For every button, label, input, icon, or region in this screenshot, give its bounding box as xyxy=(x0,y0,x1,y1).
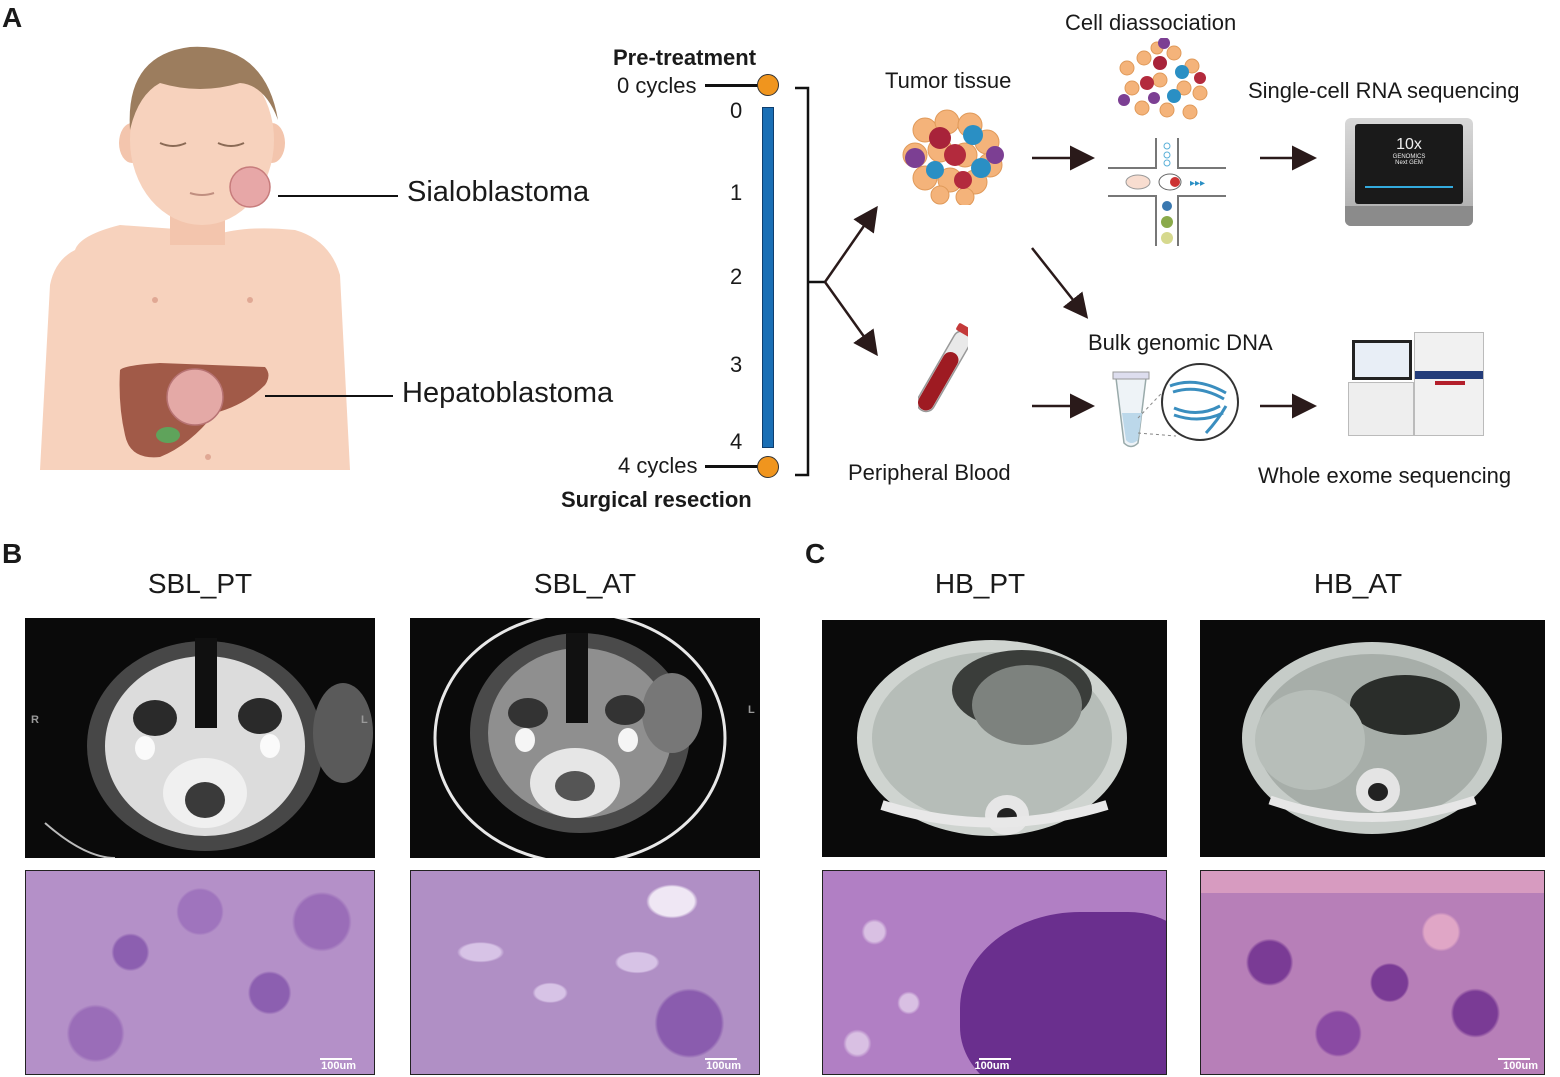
workflow-arrows xyxy=(1031,145,1317,419)
gallbladder-icon xyxy=(156,427,180,443)
tick-1: 1 xyxy=(730,180,743,205)
scale-bar-hb-pt: 100um xyxy=(974,1060,1010,1072)
title-sbl-pt: SBL_PT xyxy=(147,568,253,599)
end-marker-line xyxy=(705,465,763,468)
scale-bar-sbl-pt: 100um xyxy=(321,1060,356,1072)
histology-sbl-at: 100um xyxy=(410,870,760,1075)
hepatoblastoma-label: Hepatoblastoma xyxy=(402,377,614,409)
sequencer-sub1: GENOMICS xyxy=(1392,154,1426,160)
hepatoblastoma-tumor-icon xyxy=(166,368,224,426)
10x-sequencer-icon: 10x GENOMICS Next GEM xyxy=(1345,118,1473,226)
panel-letter-c: C xyxy=(805,538,826,569)
pre-treatment-label: Pre-treatment xyxy=(613,45,757,70)
ct-mark-r: R xyxy=(31,714,39,726)
child-illustration xyxy=(40,46,350,470)
end-cycles-label: 4 cycles xyxy=(618,453,698,478)
tumor-tissue-label: Tumor tissue xyxy=(885,68,1012,93)
ct-mark-l-pt: L xyxy=(361,714,368,726)
tumor-tissue-icon xyxy=(902,109,1004,205)
dna-tube-icon xyxy=(1112,363,1239,448)
tick-3: 3 xyxy=(730,352,743,377)
wes-label: Whole exome sequencing xyxy=(1258,463,1512,488)
bulk-dna-label: Bulk genomic DNA xyxy=(1088,330,1273,355)
start-cycles-label: 0 cycles xyxy=(617,73,697,98)
ct-mark-l-at: L xyxy=(748,704,755,716)
sequencer-sub2: Next GEM xyxy=(1395,160,1423,166)
cell-dissociation-label: Cell diassociation xyxy=(1065,10,1237,35)
sialoblastoma-tumor-icon xyxy=(229,166,271,208)
ct-scan-hb-pt xyxy=(822,620,1167,857)
scale-bar-hb-at: 100um xyxy=(1503,1060,1538,1072)
tick-0: 0 xyxy=(730,98,743,123)
start-marker-line xyxy=(705,84,763,87)
title-hb-at: HB_AT xyxy=(1313,568,1403,599)
panel-letter-b: B xyxy=(2,538,23,569)
ct-scan-sbl-at: L xyxy=(410,618,760,858)
timeline-bracket xyxy=(795,86,878,477)
hepatoblastoma-callout xyxy=(265,395,393,397)
title-hb-pt: HB_PT xyxy=(934,568,1026,599)
tick-2: 2 xyxy=(730,264,743,289)
wes-sequencer-icon xyxy=(1348,332,1488,440)
surgical-resection-label: Surgical resection xyxy=(561,487,752,512)
sialoblastoma-callout xyxy=(278,195,398,197)
end-marker-icon xyxy=(757,456,779,478)
peripheral-blood-label: Peripheral Blood xyxy=(848,460,1011,485)
title-sbl-at: SBL_AT xyxy=(533,568,637,599)
scrna-label: Single-cell RNA sequencing xyxy=(1248,78,1520,103)
sequencer-brand: 10x xyxy=(1396,136,1422,153)
dissociated-cells-icon xyxy=(1118,38,1208,120)
sialoblastoma-label: Sialoblastoma xyxy=(407,176,590,208)
histology-sbl-pt: 100um xyxy=(25,870,375,1075)
microfluidic-chip-icon: ▸▸▸ xyxy=(1108,138,1226,246)
blood-tube-icon xyxy=(918,323,968,413)
histology-hb-at: 100um xyxy=(1200,870,1545,1075)
ct-scan-sbl-pt: R L xyxy=(25,618,375,858)
histology-hb-pt: 100um xyxy=(822,870,1167,1075)
start-marker-icon xyxy=(757,74,779,96)
scale-bar-sbl-at: 100um xyxy=(706,1060,741,1072)
svg-text:▸▸▸: ▸▸▸ xyxy=(1190,178,1205,189)
ct-scan-hb-at xyxy=(1200,620,1545,857)
treatment-bar xyxy=(762,107,774,448)
tick-4: 4 xyxy=(730,429,743,454)
panel-letter-a: A xyxy=(2,2,23,33)
